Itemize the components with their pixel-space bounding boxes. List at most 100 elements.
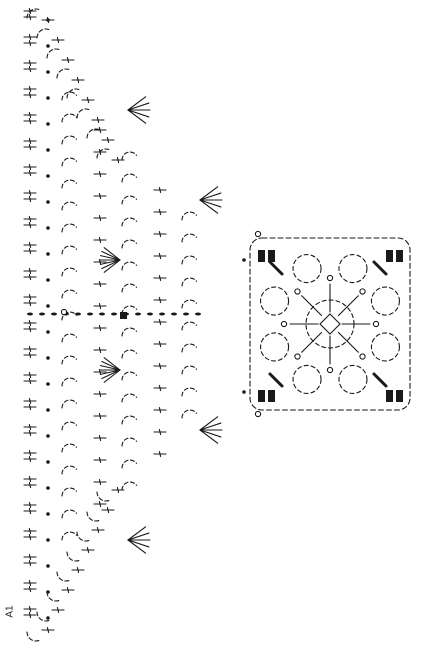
- chain-arc-symbol: [61, 179, 78, 189]
- chain-arc-symbol: [76, 531, 90, 542]
- fan-treble-symbol: [127, 96, 147, 111]
- chain-stitch-symbol: [135, 312, 141, 316]
- stitch-crossbar: [28, 13, 32, 21]
- stitch-crossbar: [98, 192, 102, 200]
- picot-ring-symbol: [359, 288, 366, 295]
- chain-stitch-symbol: [39, 312, 45, 316]
- cluster-stitch-symbol: [396, 390, 403, 402]
- stitch-crossbar: [98, 478, 102, 486]
- stitch-crossbar: [28, 533, 32, 541]
- chain-arc-symbol: [66, 551, 80, 562]
- stitch-crossbar: [66, 56, 70, 64]
- picot-ring-symbol: [254, 230, 262, 238]
- stitch-crossbar: [28, 215, 32, 223]
- chain-arc-symbol: [61, 311, 78, 321]
- slip-stitch-symbol: [46, 252, 50, 256]
- fan-treble-symbol: [101, 369, 121, 380]
- stitch-crossbar: [28, 579, 32, 587]
- stitch-crossbar: [158, 208, 162, 216]
- fan-treble-symbol: [127, 539, 150, 548]
- petal-arc-symbol: [338, 364, 368, 394]
- stitch-crossbar: [158, 384, 162, 392]
- stitch-crossbar: [56, 606, 60, 614]
- fan-treble-symbol: [199, 199, 222, 208]
- stitch-crossbar: [158, 252, 162, 260]
- petal-arc-symbol: [260, 286, 290, 316]
- slip-stitch-symbol: [46, 382, 50, 386]
- fan-treble-symbol: [103, 247, 121, 261]
- chain-arc-symbol: [121, 459, 138, 469]
- picot-ring-symbol: [294, 288, 301, 295]
- fan-treble-symbol: [127, 109, 150, 118]
- fan-treble-symbol: [199, 416, 219, 431]
- stitch-crossbar: [28, 299, 32, 307]
- chain-stitch-symbol: [99, 312, 105, 316]
- picot-ring-symbol: [372, 320, 380, 328]
- slip-stitch-symbol: [46, 434, 50, 438]
- fan-treble-symbol: [127, 109, 147, 124]
- stitch-crossbar: [28, 429, 32, 437]
- chain-arc-symbol: [36, 28, 50, 39]
- fan-treble-symbol: [101, 259, 121, 270]
- stitch-crossbar: [28, 481, 32, 489]
- stitch-crossbar: [28, 33, 32, 41]
- stitch-crossbar: [98, 148, 102, 156]
- stitch-crossbar: [66, 586, 70, 594]
- chain-arc-symbol: [181, 409, 198, 419]
- stitch-crossbar: [106, 136, 110, 144]
- slip-stitch-symbol: [46, 356, 50, 360]
- stitch-crossbar: [28, 247, 32, 255]
- chain-arc-symbol: [121, 173, 138, 183]
- stitch-crossbar: [158, 428, 162, 436]
- petal-arc-symbol: [370, 286, 400, 316]
- chain-arc-symbol: [121, 415, 138, 425]
- chain-arc-symbol: [96, 148, 110, 159]
- stitch-crossbar: [28, 59, 32, 67]
- chain-arc-symbol: [56, 68, 70, 79]
- slip-stitch-symbol: [46, 538, 50, 542]
- stitch-crossbar: [28, 553, 32, 561]
- stitch-crossbar: [28, 189, 32, 197]
- chain-arc-symbol: [46, 48, 60, 59]
- chain-arc-symbol: [181, 255, 198, 265]
- fan-treble-symbol: [99, 259, 121, 265]
- square-motif-outline: [249, 237, 411, 411]
- stitch-crossbar: [98, 280, 102, 288]
- cluster-stitch-symbol: [120, 312, 127, 319]
- center-diamond-symbol: [319, 313, 341, 335]
- slip-stitch-symbol: [46, 226, 50, 230]
- slip-stitch-symbol: [46, 564, 50, 568]
- stitch-crossbar: [28, 39, 32, 47]
- stitch-crossbar: [28, 377, 32, 385]
- stitch-crossbar: [28, 319, 32, 327]
- fan-treble-symbol: [99, 369, 121, 375]
- chain-arc-symbol: [61, 487, 78, 497]
- stitch-crossbar: [28, 351, 32, 359]
- cluster-stitch-symbol: [268, 372, 284, 388]
- stitch-crossbar: [116, 486, 120, 494]
- spoke-treble-symbol: [337, 331, 359, 353]
- stitch-crossbar: [28, 143, 32, 151]
- chain-arc-symbol: [61, 465, 78, 475]
- stitch-crossbar: [28, 267, 32, 275]
- stitch-crossbar: [28, 455, 32, 463]
- chain-arc-symbol: [181, 211, 198, 221]
- stitch-crossbar: [28, 137, 32, 145]
- stitch-crossbar: [28, 293, 32, 301]
- chain-stitch-symbol: [27, 312, 33, 316]
- cluster-stitch-symbol: [268, 390, 275, 402]
- stitch-crossbar: [98, 412, 102, 420]
- chain-arc-symbol: [121, 349, 138, 359]
- chain-arc-symbol: [61, 289, 78, 299]
- stitch-crossbar: [86, 546, 90, 554]
- cluster-stitch-symbol: [268, 260, 284, 276]
- chain-stitch-symbol: [87, 312, 93, 316]
- petal-arc-symbol: [338, 254, 368, 284]
- chain-arc-symbol: [26, 631, 40, 642]
- stitch-crossbar: [28, 403, 32, 411]
- stitch-crossbar: [28, 559, 32, 567]
- stitch-crossbar: [158, 340, 162, 348]
- chain-arc-symbol: [61, 157, 78, 167]
- picot-ring-symbol: [359, 353, 366, 360]
- stitch-crossbar: [28, 423, 32, 431]
